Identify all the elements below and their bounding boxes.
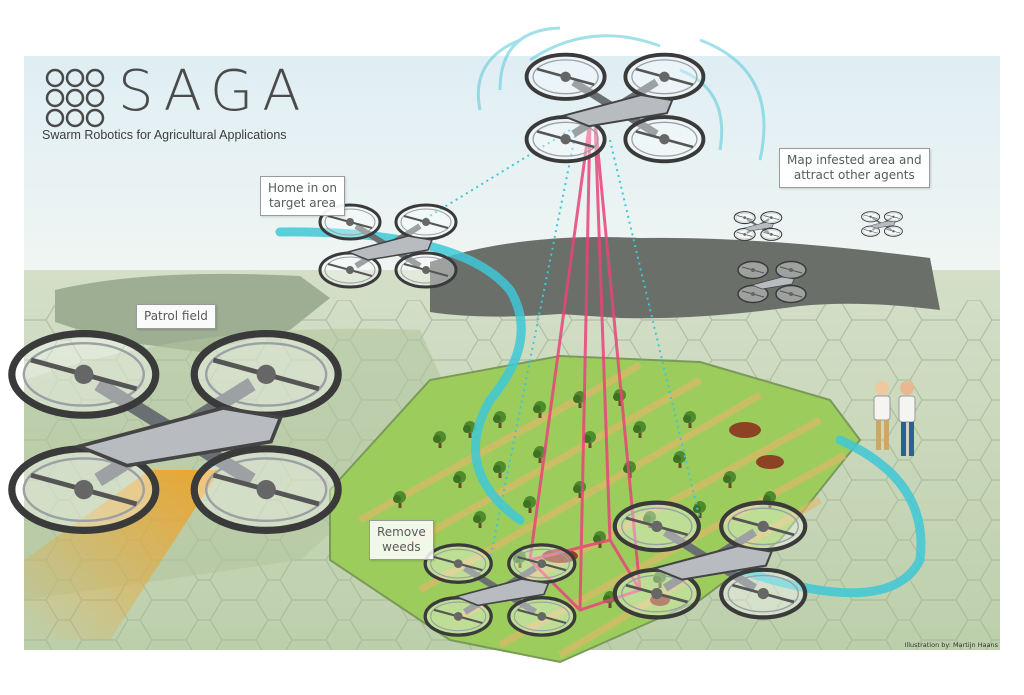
- callout-map: Map infested area and attract other agen…: [779, 148, 930, 188]
- drone-logo-icon: [45, 68, 105, 128]
- illustration-credit: Illustration by: Martijn Haans: [904, 641, 998, 649]
- signal-links: [419, 129, 701, 561]
- forest-band: [430, 237, 940, 319]
- callout-patrol: Patrol field: [136, 304, 216, 329]
- farmer-icon: [873, 381, 916, 456]
- callout-remove: Remove weeds: [369, 520, 434, 560]
- brand-block: SAGA: [108, 62, 310, 122]
- patrol-trail: [24, 470, 220, 640]
- brand-title: SAGA: [118, 59, 310, 124]
- brand-tagline: Swarm Robotics for Agricultural Applicat…: [42, 128, 287, 142]
- callout-home: Home in on target area: [260, 176, 345, 216]
- return-path: [735, 435, 926, 598]
- signal-waves: [476, 26, 766, 161]
